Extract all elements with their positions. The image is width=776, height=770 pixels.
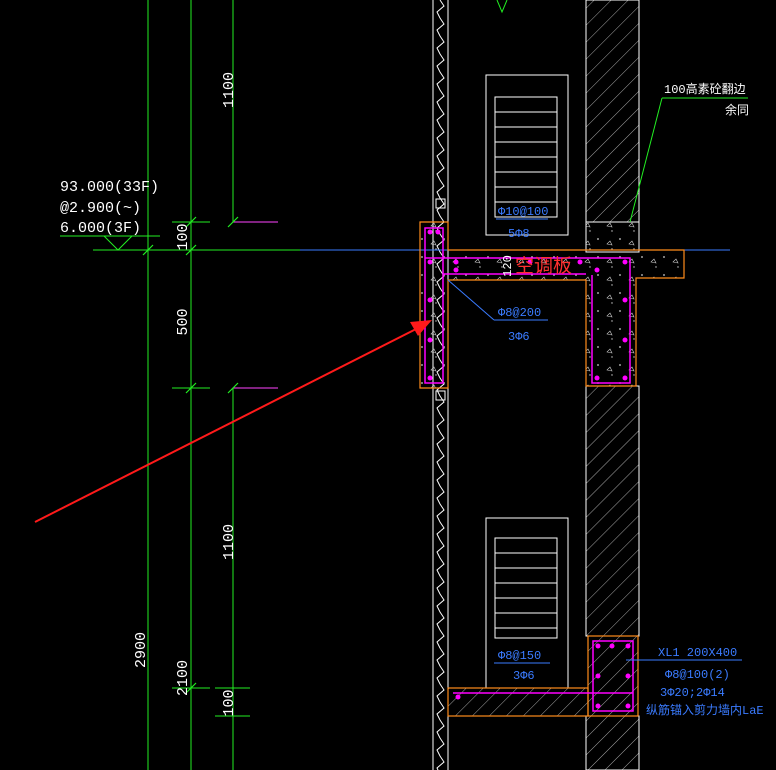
level-marker-triangle [102,235,134,251]
curb-note-2: 余同 [725,102,749,118]
level-note-line1: 93.000(33F) [60,179,159,196]
shear-wall [585,0,640,770]
beam-title: XL1 200X400 [658,646,737,660]
top-marker [496,0,508,14]
curb-note-1: 100高素砼翻边 [664,81,746,97]
dim-500: 500 [175,308,192,335]
top-rebar-label: Φ10@100 [498,205,548,219]
top-rebar-count: 5Φ8 [508,227,530,241]
dimension-ticks [142,216,239,694]
dim-100-b: 100 [221,689,238,716]
curb-leader [629,97,748,223]
side-rebar-label: Φ8@200 [498,306,541,320]
dim-1100-mid: 1100 [221,524,238,560]
bottom-rebar-count: 3Φ6 [513,669,535,683]
bottom-rebar-label: Φ8@150 [498,649,541,663]
red-arrow [34,320,432,523]
lower-window [485,517,569,689]
bottom-slab-section [447,635,639,717]
upper-window [485,74,569,236]
beam-stirrup: Φ8@100(2) [665,668,730,682]
beam-main-bars: 3Φ20;2Φ14 [660,686,725,700]
level-note-line2: @2.900(~) [60,200,141,217]
dim-1100-top: 1100 [221,72,238,108]
dim-2100: 2100 [175,660,192,696]
ac-slab-section [419,221,685,389]
ac-slab-label: 空调板 [515,255,572,277]
level-note-line3: 6.000(3F) [60,220,141,237]
dim-2900: 2900 [133,632,150,668]
dim-100-a: 100 [175,223,192,250]
dimension-lines [93,0,300,770]
leader-lines [447,218,742,664]
side-rebar-count: 3Φ6 [508,330,530,344]
dim-120: 120 [501,255,515,277]
dimension-extension-lines [233,221,278,389]
beam-anchor-note: 纵筋锚入剪力墙内LaE [646,702,764,718]
